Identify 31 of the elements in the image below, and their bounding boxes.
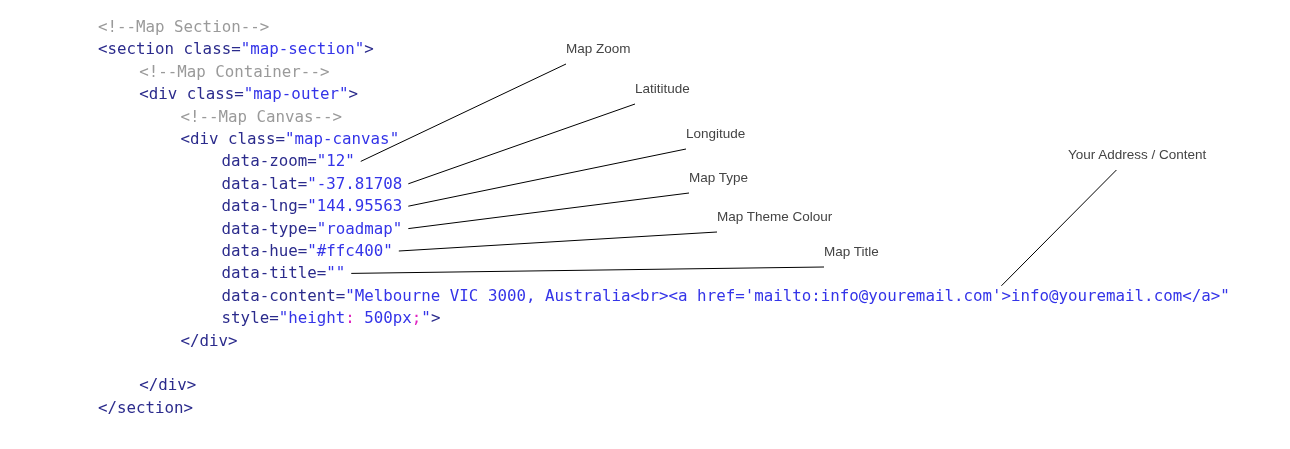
code-line: data-lat="-37.81708 <box>221 173 409 194</box>
code-line: <!--Map Section--> <box>98 17 271 37</box>
code-line: data-title="" <box>221 263 352 284</box>
leader-line <box>350 266 825 274</box>
code-line: data-type="roadmap" <box>221 218 409 239</box>
annotation-label: Map Title <box>824 244 879 267</box>
annotation-label: Your Address / Content <box>1068 147 1207 170</box>
leader-line <box>398 231 718 252</box>
code-line: </div> <box>139 375 198 396</box>
leader-line <box>407 148 687 207</box>
code-line: <!--Map Container--> <box>139 61 331 82</box>
leader-line <box>1000 169 1117 287</box>
code-line: <!--Map Canvas--> <box>180 106 344 127</box>
code-line: style="height: 500px;"> <box>221 308 442 329</box>
annotation-label: Map Zoom <box>566 41 631 64</box>
code-line: </section> <box>98 397 195 418</box>
code-line: data-content="Melbourne VIC 3000, Australia<br><a href='mailto:info@youremail.com'>info@youremail.com</a>" <box>221 285 1236 306</box>
annotation-label: Map Theme Colour <box>717 209 833 232</box>
leader-line <box>407 192 690 230</box>
annotation-label: Latititude <box>635 81 690 104</box>
code-line: <div class="map-canvas" <box>180 129 401 149</box>
code-line: <div class="map-outer"> <box>139 84 359 105</box>
code-line: data-hue="#ffc400" <box>221 241 399 261</box>
code-line: data-zoom="12" <box>221 151 361 172</box>
leader-line <box>360 63 567 162</box>
code-line: <section class="map-section"> <box>98 39 375 60</box>
annotation-label: Longitude <box>686 126 746 149</box>
leader-line <box>407 103 636 185</box>
code-line: data-lng="144.95563 <box>221 196 409 217</box>
code-line: </div> <box>180 330 239 351</box>
annotation-label: Map Type <box>689 170 749 193</box>
